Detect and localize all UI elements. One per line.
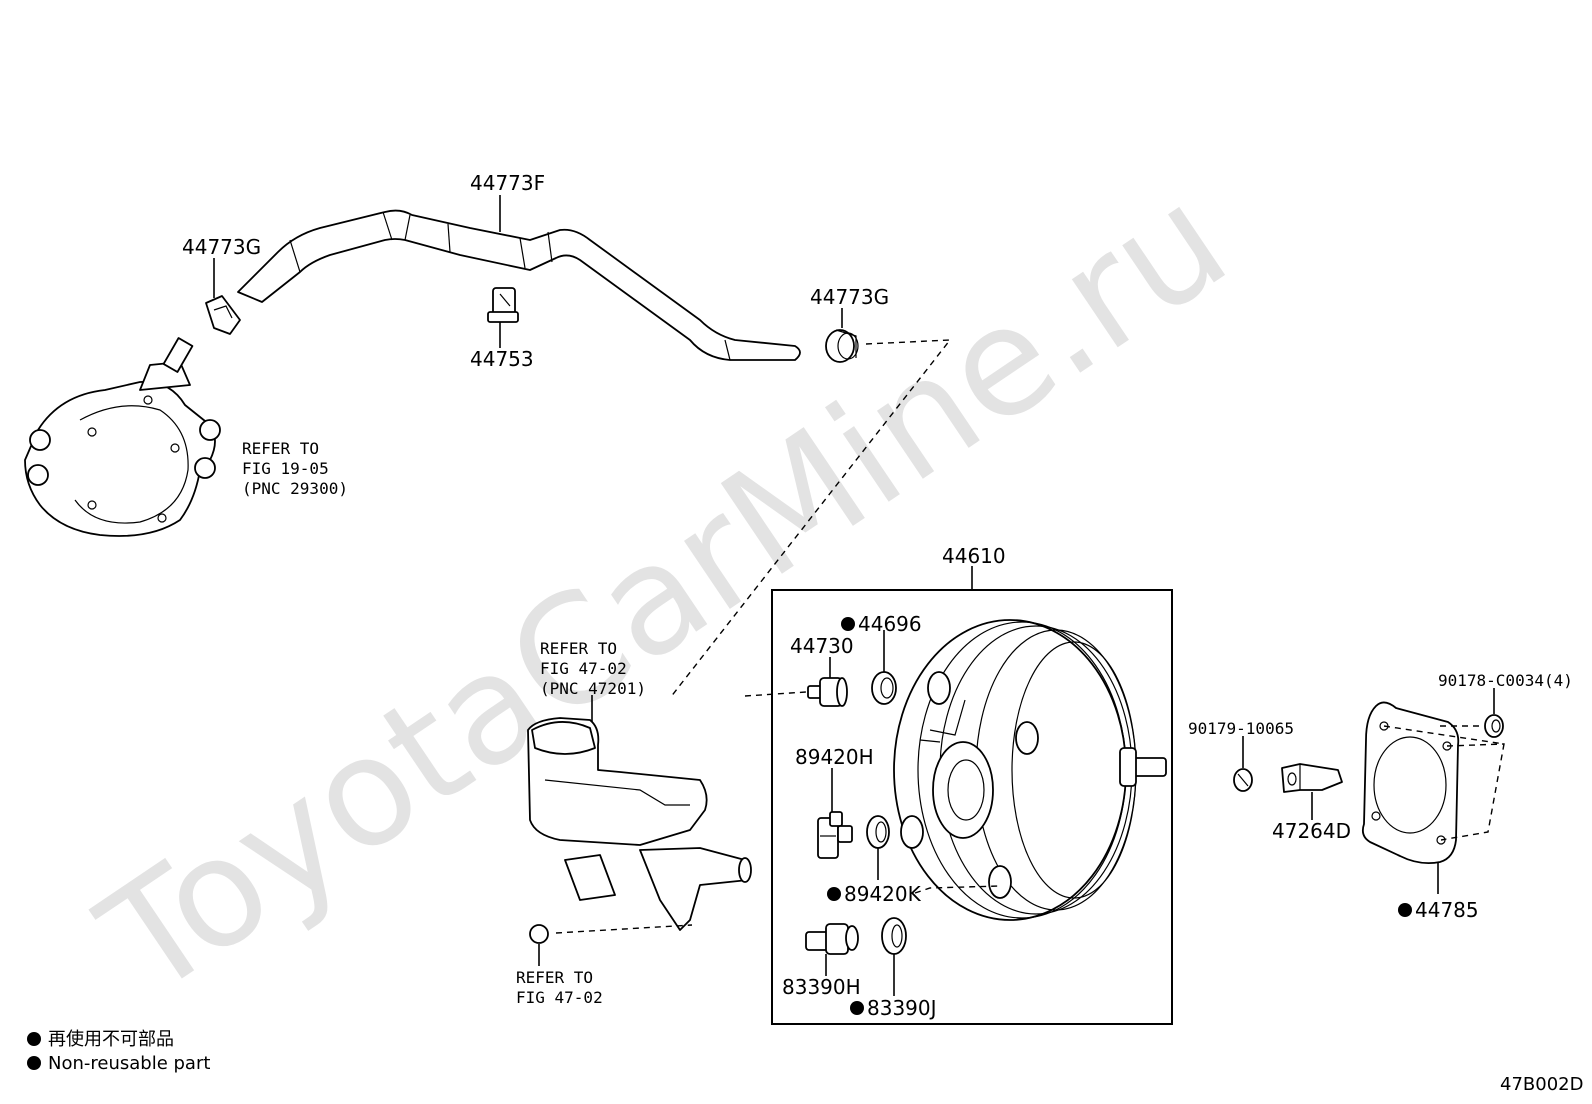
label-44696[interactable]: 44696: [858, 612, 922, 636]
ref-pump-line2[interactable]: FIG 19-05: [242, 459, 329, 478]
bracket-47264d[interactable]: [1281, 763, 1343, 793]
gasket-44785[interactable]: [1361, 701, 1505, 865]
hose-clip-right[interactable]: [825, 329, 859, 363]
vacuum-hose[interactable]: [237, 209, 801, 361]
dashed-check-valve: [744, 691, 807, 697]
master-cylinder[interactable]: [527, 717, 752, 931]
non-reusable-dot-icon: [27, 1056, 41, 1070]
label-90179-10065[interactable]: 90179-10065: [1188, 719, 1294, 738]
legend-en: Non-reusable part: [48, 1053, 210, 1074]
dashed-connector-hose: [669, 339, 952, 699]
ref-pump-line3[interactable]: (PNC 29300): [242, 479, 348, 498]
non-reusable-dot-icon: [841, 617, 855, 631]
label-44773g-left[interactable]: 44773G: [182, 235, 261, 259]
label-44610[interactable]: 44610: [942, 544, 1006, 568]
label-90178-c0034[interactable]: 90178-C0034(4): [1438, 671, 1573, 690]
ref-mc-line2[interactable]: FIG 47-02: [540, 659, 627, 678]
brake-booster[interactable]: [893, 619, 1167, 921]
hose-clamp-44753[interactable]: [487, 287, 519, 323]
non-reusable-dot-icon: [850, 1001, 864, 1015]
check-valve-44730[interactable]: [807, 677, 848, 707]
reservoir-cap[interactable]: [529, 924, 549, 944]
ref-mc-line1[interactable]: REFER TO: [540, 639, 617, 658]
dashed-cap-connector: [555, 924, 693, 934]
nut-90179-10065[interactable]: [1233, 768, 1253, 792]
label-83390h[interactable]: 83390H: [782, 975, 861, 999]
grommet-44696[interactable]: [871, 671, 897, 705]
label-83390j[interactable]: 83390J: [867, 996, 937, 1020]
diagram-code: 47B002D: [1500, 1074, 1583, 1095]
ref-cap-line1[interactable]: REFER TO: [516, 968, 593, 987]
legend-jp: 再使用不可部品: [48, 1029, 174, 1050]
label-44730[interactable]: 44730: [790, 634, 854, 658]
non-reusable-dot-icon: [827, 887, 841, 901]
grommet-83390j[interactable]: [881, 917, 907, 955]
label-44785[interactable]: 44785: [1415, 898, 1479, 922]
label-47264d[interactable]: 47264D: [1272, 819, 1351, 843]
grommet-89420k[interactable]: [866, 815, 890, 849]
non-reusable-dot-icon: [1398, 903, 1412, 917]
pressure-sensor-89420h[interactable]: [817, 811, 853, 859]
label-44753[interactable]: 44753: [470, 347, 534, 371]
hose-clip-left[interactable]: [205, 295, 241, 335]
ref-cap-line2[interactable]: FIG 47-02: [516, 988, 603, 1007]
non-reusable-dot-icon: [27, 1032, 41, 1046]
nut-90178-c0034[interactable]: [1484, 714, 1504, 738]
dashed-89420k: [914, 885, 1001, 894]
ref-mc-line3[interactable]: (PNC 47201): [540, 679, 646, 698]
label-89420h[interactable]: 89420H: [795, 745, 874, 769]
label-44773g-right[interactable]: 44773G: [810, 285, 889, 309]
label-44773f[interactable]: 44773F: [470, 171, 545, 195]
vacuum-pump[interactable]: [24, 337, 221, 537]
ref-pump-line1[interactable]: REFER TO: [242, 439, 319, 458]
label-89420k[interactable]: 89420K: [844, 882, 922, 906]
pressure-sensor-83390h[interactable]: [805, 923, 859, 955]
